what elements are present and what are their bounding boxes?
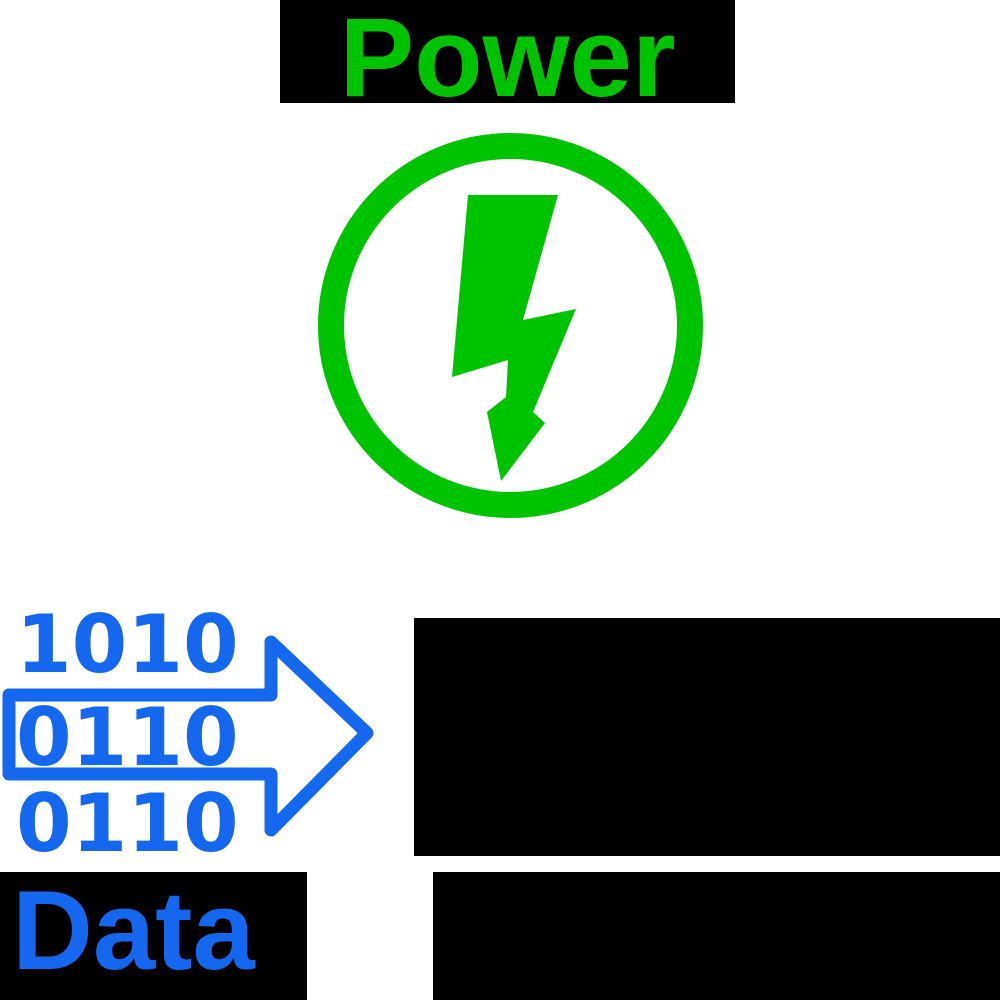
- right-arrow-outline-icon: [2, 635, 374, 837]
- data-label-bar: Data: [0, 872, 307, 1000]
- lightning-bolt-icon: [452, 195, 576, 481]
- black-box-bottom-right: [433, 872, 1000, 1000]
- binary-row-1: 1010: [16, 600, 239, 691]
- binary-data-arrow-icon: 1010 0110 0110: [2, 600, 374, 858]
- power-circle-ring: [318, 133, 703, 518]
- data-label: Data: [12, 868, 255, 993]
- power-lightning-circle-icon: [318, 133, 703, 518]
- black-box-middle-right: [414, 618, 1000, 856]
- binary-row-3: 0110: [16, 777, 239, 858]
- binary-row-2: 0110: [16, 691, 239, 784]
- power-label: Power: [339, 0, 676, 120]
- power-label-bar: Power: [280, 0, 735, 113]
